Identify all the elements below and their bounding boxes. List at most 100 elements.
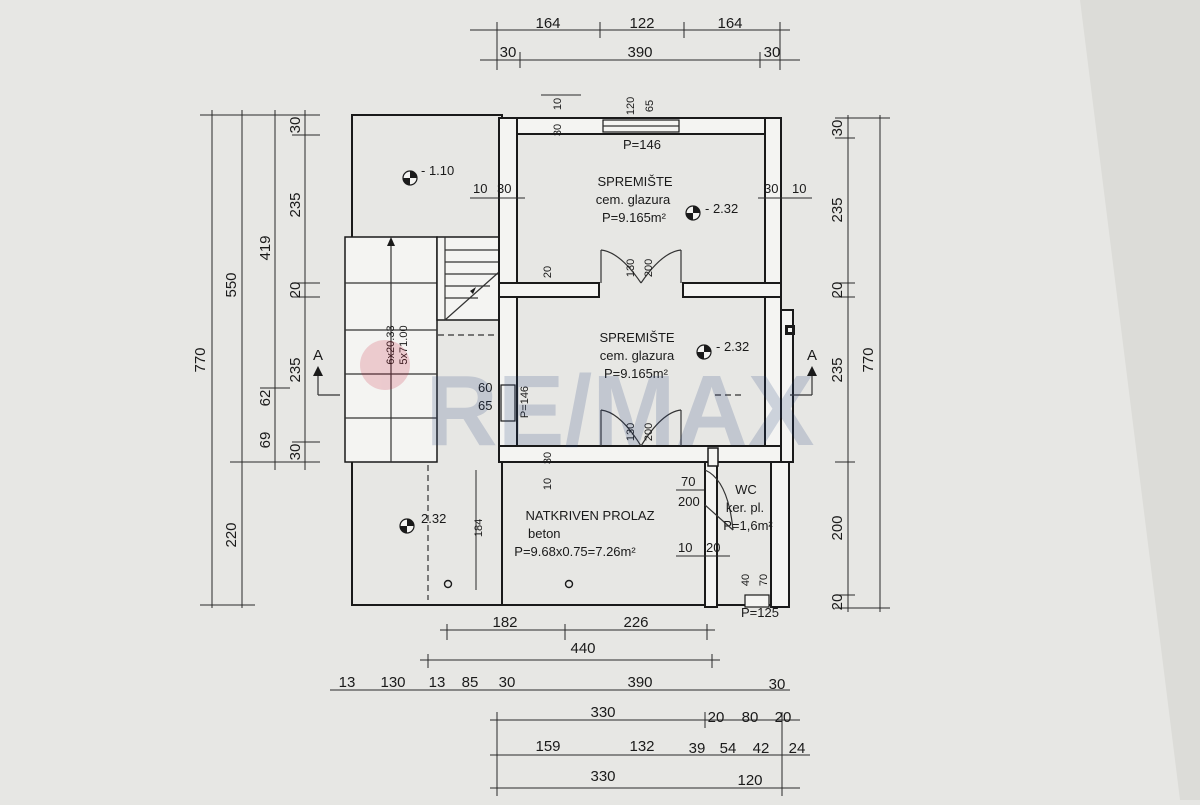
section-marker-right <box>790 366 817 396</box>
top-dim-164-left: 164 <box>535 15 560 32</box>
door-lower-height: 200 <box>643 423 655 441</box>
section-label-right: A <box>807 347 817 364</box>
level-label-2: - 2.32 <box>705 201 738 216</box>
left-dim-770: 770 <box>192 347 209 372</box>
room1-finish: cem. glazura <box>596 192 671 207</box>
top-dimension-lines <box>470 22 800 70</box>
wc-window-area: P=125 <box>741 605 779 620</box>
room1-name: SPREMIŠTE <box>597 174 672 189</box>
bottom-dim-39: 39 <box>689 740 706 757</box>
inner-dim-30-bottom: 30 <box>542 452 554 464</box>
wc-dim-20: 20 <box>706 540 720 555</box>
bottom-dim-85: 85 <box>462 674 479 691</box>
inner-dim-20-mid: 20 <box>542 266 554 278</box>
stair-label-2: 5x71.00 <box>398 325 410 364</box>
watermark-logo: RE/MAX <box>360 340 814 467</box>
bottom-dim-30-b: 30 <box>769 676 786 693</box>
staircase <box>344 236 500 463</box>
level-marker-4 <box>399 518 415 534</box>
right-dim-20-bottom: 20 <box>829 594 846 611</box>
bottom-dim-330-a: 330 <box>590 704 615 721</box>
left-window <box>500 384 516 422</box>
door-upper <box>600 249 682 284</box>
bottom-dim-120: 120 <box>737 772 762 789</box>
left-dim-20: 20 <box>287 282 304 299</box>
left-window-width: 60 <box>478 380 492 395</box>
inner-dim-10-left: 10 <box>473 181 487 196</box>
top-dim-30-left: 30 <box>500 44 517 61</box>
right-dim-235-bottom: 235 <box>829 357 846 382</box>
room3-finish: beton <box>528 526 561 541</box>
left-window-area: P=146 <box>519 386 531 418</box>
left-dimension-lines <box>200 110 320 608</box>
right-dim-770: 770 <box>860 347 877 372</box>
level-marker-2 <box>685 205 701 221</box>
bottom-dim-20-b: 20 <box>775 709 792 726</box>
bottom-dim-226: 226 <box>623 614 648 631</box>
column-1 <box>443 579 453 589</box>
wc-door-height: 200 <box>678 494 700 509</box>
wc-window-height: 70 <box>758 574 770 586</box>
inner-dim-10-right: 10 <box>792 181 806 196</box>
left-dim-62: 62 <box>257 390 274 407</box>
stair-label-1: 6x20.33 <box>385 325 397 364</box>
door-lower <box>600 409 682 447</box>
bottom-dim-132: 132 <box>629 738 654 755</box>
room1-area: P=9.165m² <box>602 210 667 225</box>
bottom-dim-390: 390 <box>627 674 652 691</box>
column-2 <box>564 579 574 589</box>
left-dim-30-bottom: 30 <box>287 444 304 461</box>
level-marker-1 <box>402 170 418 186</box>
left-dim-220: 220 <box>223 522 240 547</box>
level-label-3: - 2.32 <box>716 339 749 354</box>
inner-dim-30-right: 30 <box>764 181 778 196</box>
right-dimension-lines <box>835 115 890 612</box>
inner-dim-10-top: 10 <box>552 98 564 110</box>
inner-dim-65: 65 <box>644 100 656 112</box>
left-dim-419: 419 <box>257 235 274 260</box>
room2-finish: cem. glazura <box>600 348 675 363</box>
right-dim-30: 30 <box>829 120 846 137</box>
room4-name: WC <box>735 482 757 497</box>
watermark-text: RE/MAX <box>426 355 815 467</box>
section-label-left: A <box>313 347 323 364</box>
bottom-dim-159: 159 <box>535 738 560 755</box>
room4-area: P=1,6m² <box>723 518 773 533</box>
door-upper-height: 200 <box>643 259 655 277</box>
wc-dim-10: 10 <box>678 540 692 555</box>
left-dim-69: 69 <box>257 432 274 449</box>
bottom-dim-24: 24 <box>789 740 806 757</box>
level-marker-3 <box>696 344 712 360</box>
bottom-dim-330-b: 330 <box>590 768 615 785</box>
top-dim-30-right: 30 <box>764 44 781 61</box>
bottom-dim-130: 130 <box>380 674 405 691</box>
left-dim-235-bottom: 235 <box>287 357 304 382</box>
bottom-dim-42: 42 <box>753 740 770 757</box>
top-dim-122: 122 <box>629 15 654 32</box>
room3-area: P=9.68x0.75=7.26m² <box>514 544 636 559</box>
right-dim-20-mid: 20 <box>829 282 846 299</box>
inner-dim-184: 184 <box>473 519 485 537</box>
inner-dim-10-bottom: 10 <box>542 478 554 490</box>
room2-area: P=9.165m² <box>604 366 669 381</box>
bottom-dim-440: 440 <box>570 640 595 657</box>
left-dim-30-top: 30 <box>287 117 304 134</box>
inner-dim-30-left: 30 <box>497 181 511 196</box>
bottom-dim-13-b: 13 <box>429 674 446 691</box>
bottom-dim-54: 54 <box>720 740 737 757</box>
wc-window-width: 40 <box>740 574 752 586</box>
top-window <box>602 119 680 133</box>
room2-name: SPREMIŠTE <box>599 330 674 345</box>
room4-finish: ker. pl. <box>726 500 764 515</box>
bottom-dim-80: 80 <box>742 709 759 726</box>
inner-dim-120: 120 <box>625 97 637 115</box>
level-label-1: - 1.10 <box>421 163 454 178</box>
bottom-dimension-lines <box>330 624 810 796</box>
section-marker-left <box>313 366 340 396</box>
door-wc <box>704 469 734 531</box>
top-dim-390: 390 <box>627 44 652 61</box>
bottom-dim-13-a: 13 <box>339 674 356 691</box>
left-dim-235-top: 235 <box>287 192 304 217</box>
right-dim-235-top: 235 <box>829 197 846 222</box>
